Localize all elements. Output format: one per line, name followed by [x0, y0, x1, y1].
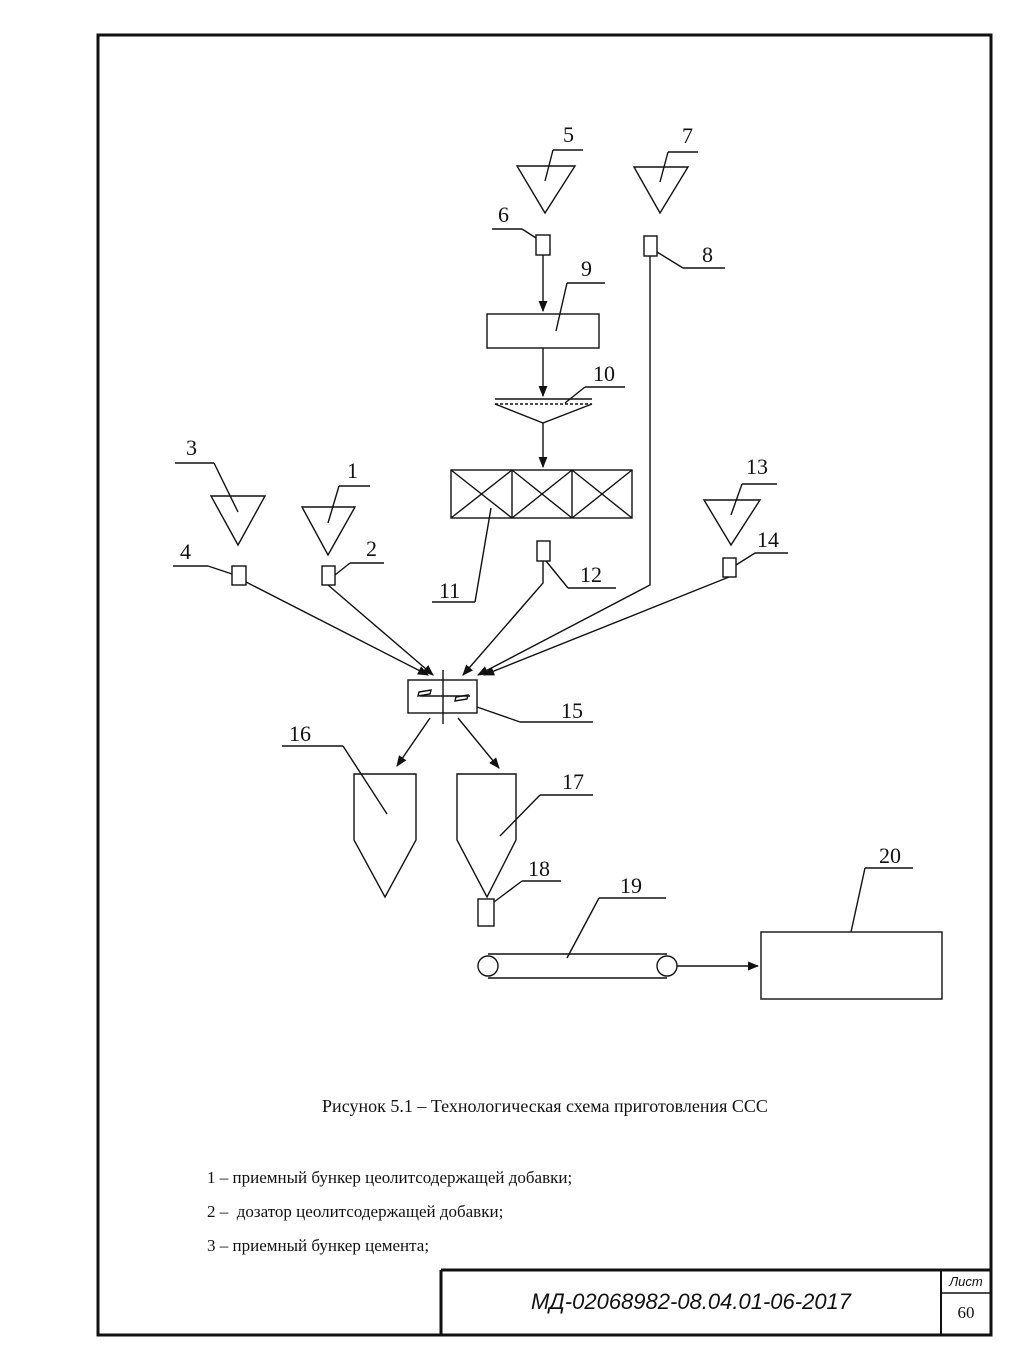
- label-7: 7: [682, 123, 693, 148]
- drawing-border: [96, 33, 993, 1337]
- hopper-13: [702, 499, 762, 547]
- mixer-15: [407, 670, 478, 724]
- label-11: 11: [439, 578, 460, 603]
- doser-2: [321, 565, 336, 586]
- doser-8: [643, 235, 658, 257]
- conveyor-19: [477, 953, 678, 979]
- label-16: 16: [289, 721, 311, 746]
- title-block: [439, 1268, 991, 1335]
- unit-11: [450, 469, 633, 519]
- silo-16: [353, 773, 417, 899]
- label-3: 3: [186, 435, 197, 460]
- hopper-3: [209, 495, 267, 547]
- label-20: 20: [879, 843, 901, 868]
- legend-item: 3 – приемный бункер цемента;: [207, 1236, 430, 1255]
- hopper-7: [632, 166, 690, 215]
- legend-item: 2 – дозатор цеолитсодержащей добавки;: [207, 1202, 504, 1221]
- label-9: 9: [581, 256, 592, 281]
- label-4: 4: [180, 539, 191, 564]
- hopper-5: [515, 165, 577, 215]
- legend-item: 1 – приемный бункер цеолитсодержащей доб…: [207, 1168, 573, 1187]
- legend-list: 1 – приемный бункер цеолитсодержащей доб…: [207, 1164, 572, 1266]
- doser-18: [477, 898, 495, 927]
- doser-6: [535, 234, 551, 256]
- label-2: 2: [366, 536, 377, 561]
- sheet-number: 60: [957, 1303, 975, 1322]
- doser-12: [536, 540, 551, 562]
- label-14: 14: [757, 527, 779, 552]
- label-6: 6: [498, 202, 509, 227]
- unit-9: [486, 313, 600, 349]
- doser-4: [231, 565, 247, 586]
- label-5: 5: [563, 122, 574, 147]
- silo-17: [456, 773, 517, 899]
- unit-20: [760, 931, 943, 1000]
- label-8: 8: [702, 242, 713, 267]
- sheet-label: Лист: [949, 1274, 983, 1289]
- hopper-1: [300, 506, 357, 557]
- figure-caption: Рисунок 5.1 – Технологическая схема приг…: [322, 1096, 768, 1116]
- label-15: 15: [561, 698, 583, 723]
- label-19: 19: [620, 873, 642, 898]
- label-10: 10: [593, 361, 615, 386]
- document-code: МД-02068982-08.04.01-06-2017: [530, 1289, 852, 1314]
- label-1: 1: [347, 458, 358, 483]
- label-12: 12: [580, 562, 602, 587]
- label-13: 13: [746, 454, 768, 479]
- label-18: 18: [528, 856, 550, 881]
- doser-14: [722, 557, 737, 578]
- label-17: 17: [562, 769, 584, 794]
